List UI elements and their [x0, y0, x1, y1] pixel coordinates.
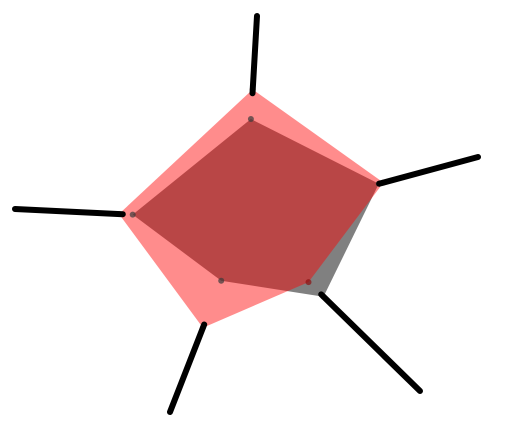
- radar-axis-5: [12, 206, 126, 218]
- radar-series-2-point-3: [305, 279, 312, 286]
- radar-series-1-point-4: [218, 277, 225, 284]
- radar-axes-group: [12, 13, 481, 415]
- radar-series-1-point-1: [247, 116, 254, 122]
- radar-axis-2: [376, 154, 481, 187]
- radar-series-1-point-5: [129, 211, 136, 218]
- radar-series-group: [116, 86, 387, 331]
- radar-series-2-area: [119, 89, 384, 328]
- radar-series-1-area: [132, 119, 379, 297]
- radar-axis-4: [167, 321, 208, 415]
- radar-axis-1: [249, 13, 260, 97]
- radar-axis-3: [318, 291, 423, 394]
